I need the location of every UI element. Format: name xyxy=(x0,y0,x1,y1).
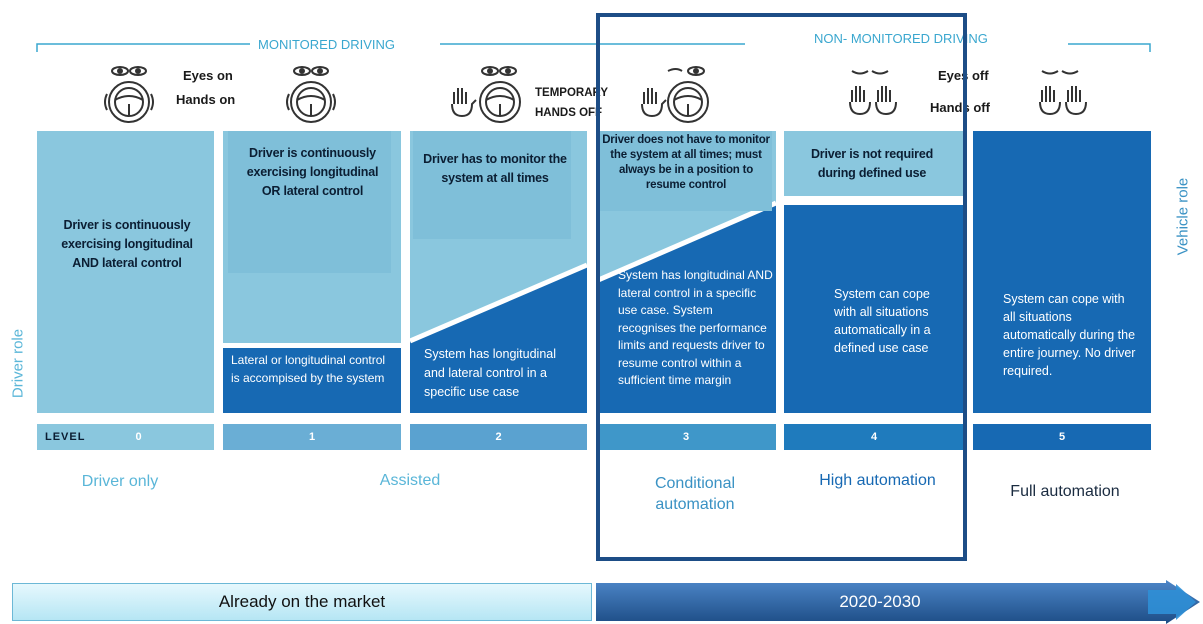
level4-system-text: System can cope with all situations auto… xyxy=(834,287,931,355)
driver-role-label: Driver role xyxy=(9,328,27,399)
level-2-value: 2 xyxy=(495,431,502,443)
eyes-wheel-hand-icon xyxy=(451,66,521,123)
level4-driver-block xyxy=(784,131,964,196)
eye-wheel-hand-icon xyxy=(641,66,709,123)
category-conditional: Conditional automation xyxy=(654,475,736,513)
level-3-value: 3 xyxy=(682,431,690,443)
level5-system-block xyxy=(973,131,1151,413)
level1-driver-inner xyxy=(228,131,391,273)
level-5-cell: 5 xyxy=(973,424,1151,450)
level2-driver-inner xyxy=(413,131,571,239)
level1-system-text: Lateral or longitudinal control is accom… xyxy=(231,353,386,385)
level4-system-block xyxy=(784,205,964,413)
level3-system-text: System has longitudinal AND lateral cont… xyxy=(618,268,773,387)
timeline-future-arrow xyxy=(596,580,1200,624)
closed-eyes-hands-icon xyxy=(849,70,897,116)
category-assisted: Assisted xyxy=(379,472,441,489)
level-5-value: 5 xyxy=(1058,431,1066,443)
level-0-cell: LEVEL 0 xyxy=(37,424,214,450)
level5-system-text: System can cope with all situations auto… xyxy=(1003,292,1136,378)
level-1-cell: 1 xyxy=(223,424,401,450)
level-4-value: 4 xyxy=(870,431,878,443)
level-0-value: 0 xyxy=(135,431,142,443)
level-3-cell: 3 xyxy=(596,424,776,450)
category-high: High automation xyxy=(819,472,936,489)
level2-system-text: System has longitudinal and lateral cont… xyxy=(424,347,557,399)
level-1-value: 1 xyxy=(308,431,316,443)
category-full: Full automation xyxy=(1010,483,1120,500)
level-4-cell: 4 xyxy=(784,424,964,450)
level4-driver-text: Driver is not required during defined us… xyxy=(810,147,934,180)
temporary-label: TEMPORARY xyxy=(535,87,609,99)
non-monitored-driving-label: NON- MONITORED DRIVING xyxy=(808,31,994,46)
timeline-market-box: Already on the market xyxy=(12,583,592,621)
level3-driver-text: Driver does not have to monitor the syst… xyxy=(602,134,770,191)
vehicle-role-label: Vehicle role xyxy=(1174,177,1192,256)
level3-driver-inner xyxy=(600,131,772,211)
timeline-market-label: Already on the market xyxy=(218,592,386,611)
level-label: LEVEL xyxy=(45,431,86,443)
eyes-on-label: Eyes on xyxy=(183,68,233,83)
hands-off-label: Hands off xyxy=(930,100,990,115)
level2-driver-text: Driver has to monitor the system at all … xyxy=(423,152,567,185)
header-bracket xyxy=(36,43,1151,52)
level1-system-block xyxy=(223,348,401,413)
category-driver-only: Driver only xyxy=(81,473,159,490)
highlight-frame xyxy=(596,13,967,561)
closed-eyes-hands-icon xyxy=(1039,70,1087,116)
timeline-future-label: 2020-2030 xyxy=(839,592,921,611)
level-2-cell: 2 xyxy=(410,424,587,450)
eyes-steering-wheel-icon xyxy=(104,66,154,123)
level0-driver-block xyxy=(37,131,214,413)
level0-driver-text: Driver is continuously exercising longit… xyxy=(61,218,193,270)
hands-off-temp-label: HANDS OFF xyxy=(535,107,603,119)
level1-driver-text: Driver is continuously exercising longit… xyxy=(246,146,379,198)
hands-on-label: Hands on xyxy=(176,92,236,107)
monitored-driving-label: MONITORED DRIVING xyxy=(252,37,401,52)
eyes-steering-wheel-icon xyxy=(286,66,336,123)
